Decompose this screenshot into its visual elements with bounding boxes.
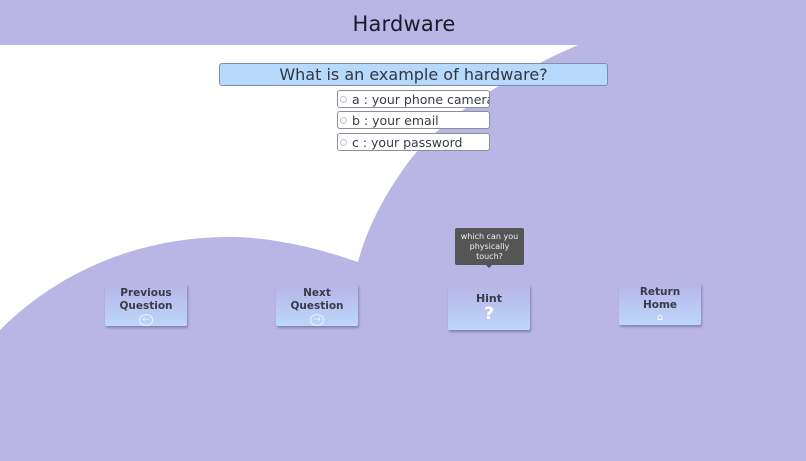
answer-option-b[interactable]: b : your email [337,111,490,129]
return-home-label: Return Home [640,286,680,312]
label-line-1: Previous [120,287,172,299]
arrow-left-circle-icon: ← [139,314,153,326]
hint-label: Hint [475,292,503,305]
answer-option-a[interactable]: a : your phone camera [337,90,490,108]
radio-button[interactable] [340,138,347,146]
page-title: Hardware [352,11,456,36]
answer-label: b : your email [352,112,439,128]
return-home-button[interactable]: Return Home ⌂ [619,283,701,325]
previous-question-label: Previous Question [119,287,172,313]
answer-label: a : your phone camera [352,91,489,107]
radio-button[interactable] [340,95,347,103]
previous-question-button[interactable]: Previous Question ← [105,284,187,326]
next-question-button[interactable]: Next Question → [276,284,358,326]
radio-button[interactable] [340,116,347,124]
question-mark-icon: ? [484,304,494,324]
hint-tooltip: which can you physically touch? [455,228,524,268]
label-line-2: Question [290,300,344,312]
label-line-1: Return [639,286,681,298]
label-line-1: Next [303,287,331,299]
next-question-label: Next Question [290,287,343,313]
question-text: What is an example of hardware? [219,63,608,86]
label-line-2: Question [119,300,173,312]
answer-option-c[interactable]: c : your password [337,133,490,151]
hint-button[interactable]: Hint ? [448,285,530,330]
arrow-right-circle-icon: → [310,314,324,326]
home-icon: ⌂ [656,312,664,323]
label-line-2: Home [642,299,678,311]
answer-label: c : your password [352,134,463,150]
page-header: Hardware [2,2,806,45]
